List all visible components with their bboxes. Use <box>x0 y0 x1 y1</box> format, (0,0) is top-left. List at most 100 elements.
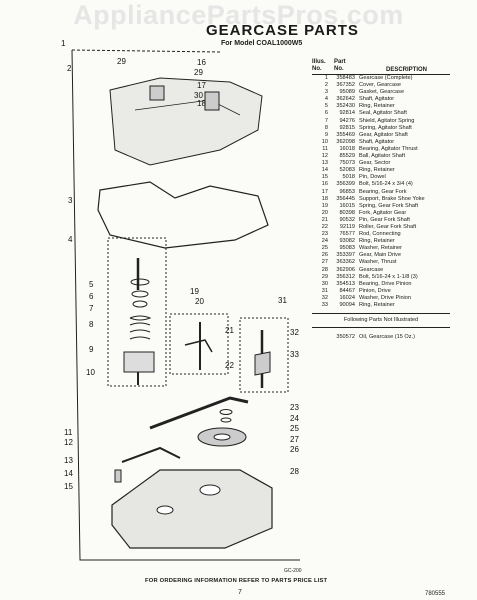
row-illus-no: 23 <box>321 231 328 238</box>
row-illus-no: 10 <box>321 138 328 145</box>
callout-18: 18 <box>197 99 206 108</box>
row-illus-no: 2 <box>324 82 328 89</box>
fork-assembly-box <box>169 313 229 375</box>
row-part-no: 363362 <box>336 259 355 266</box>
callout-14: 14 <box>64 469 73 478</box>
agitator-gear <box>123 351 155 373</box>
row-part-no: 358483 <box>336 75 355 81</box>
row-illus-no: 26 <box>321 252 328 259</box>
pinion-assembly-box <box>239 317 289 393</box>
row-description: Bolt, 5/16-24 x 1-1/8 (3) <box>359 273 418 280</box>
callout-7: 7 <box>89 304 94 313</box>
row-description: Shield, Agitator Spring <box>359 117 415 124</box>
row-part-no: 362642 <box>336 96 355 103</box>
callout-13: 13 <box>64 456 73 465</box>
row-part-no: 356312 <box>336 273 355 280</box>
row-illus-no: 6 <box>324 110 328 117</box>
site-watermark: AppliancePartsPros.com <box>73 0 404 30</box>
row-part-no: 352430 <box>336 103 355 110</box>
row-description: Ring, Retainer <box>359 302 395 308</box>
row-description: Ring, Retainer <box>359 238 395 245</box>
row-illus-no: 3 <box>324 89 328 96</box>
row-illus-no: 18 <box>321 195 328 202</box>
callout-10: 10 <box>86 368 95 377</box>
row-description: Rod, Connecting <box>359 231 401 238</box>
cover-boss-left <box>149 85 165 101</box>
callout-4: 4 <box>68 235 73 244</box>
parts-row: 5 352430 Ring, Retainer <box>312 103 450 110</box>
callout-29a: 29 <box>117 57 126 66</box>
gearcase-gasket <box>97 181 269 249</box>
row-part-no: 16024 <box>339 294 355 301</box>
row-part-no: 355469 <box>336 131 355 138</box>
row-part-no: 350572 <box>336 334 355 341</box>
cover-boss-right <box>204 91 220 111</box>
row-illus-no: 19 <box>321 202 328 209</box>
row-description: Ring, Retainer <box>359 167 395 174</box>
row-part-no: 367352 <box>336 82 355 89</box>
sector-gear <box>121 446 181 463</box>
gearcase-base <box>111 469 273 549</box>
callout-2: 2 <box>67 64 72 73</box>
not-illustrated-body: 350572 Oil, Gearcase (15 Oz.) <box>312 334 450 341</box>
row-description: Ring, Retainer <box>359 103 395 110</box>
row-illus-no: 9 <box>324 131 328 138</box>
row-illus-no: 14 <box>321 167 328 174</box>
not-illustrated-heading: Following Parts Not Illustrated <box>312 314 450 329</box>
row-description: Oil, Gearcase (15 Oz.) <box>359 334 415 341</box>
callout-12: 12 <box>64 438 73 447</box>
row-part-no: 95089 <box>339 89 355 96</box>
callout-26: 26 <box>290 445 299 454</box>
row-description: Gearcase (Complete) <box>359 75 413 81</box>
row-illus-no: 32 <box>321 294 328 301</box>
row-illus-no: 5 <box>324 103 328 110</box>
row-part-no: 92814 <box>339 110 355 117</box>
callout-5: 5 <box>89 280 94 289</box>
agitator-spring <box>129 315 152 340</box>
row-description: Roller, Gear Fork Shaft <box>359 223 417 230</box>
row-part-no: 90094 <box>339 302 355 308</box>
parts-row: 28 362906 Gearcase <box>312 267 450 274</box>
callout-25: 25 <box>290 424 299 433</box>
callout-27: 27 <box>290 435 299 444</box>
row-description: Shaft, Agitator <box>359 138 395 145</box>
row-illus-no: 15 <box>321 174 328 181</box>
row-description: Shaft, Agitator <box>359 96 395 103</box>
row-illus-no: 24 <box>321 238 328 245</box>
row-part-no: 84467 <box>339 287 355 294</box>
row-description: Gearcase <box>359 266 384 273</box>
row-description: Washer, Thrust <box>359 259 397 266</box>
row-description: Pin, Dowel <box>359 174 386 181</box>
row-part-no: 353397 <box>336 252 355 259</box>
callout-32: 32 <box>290 328 299 337</box>
row-part-no: 90532 <box>339 216 355 223</box>
row-illus-no: 28 <box>321 266 328 273</box>
row-part-no: 92815 <box>339 124 355 131</box>
callout-30: 30 <box>194 91 203 100</box>
row-description: Bearing, Agitator Thrust <box>359 145 418 152</box>
row-part-no: 16018 <box>339 145 355 152</box>
callout-33: 33 <box>290 350 299 359</box>
row-description: Pin, Gear Fork Shaft <box>359 216 410 223</box>
row-part-no: 362906 <box>336 266 355 273</box>
row-illus-no: 16 <box>321 181 328 188</box>
